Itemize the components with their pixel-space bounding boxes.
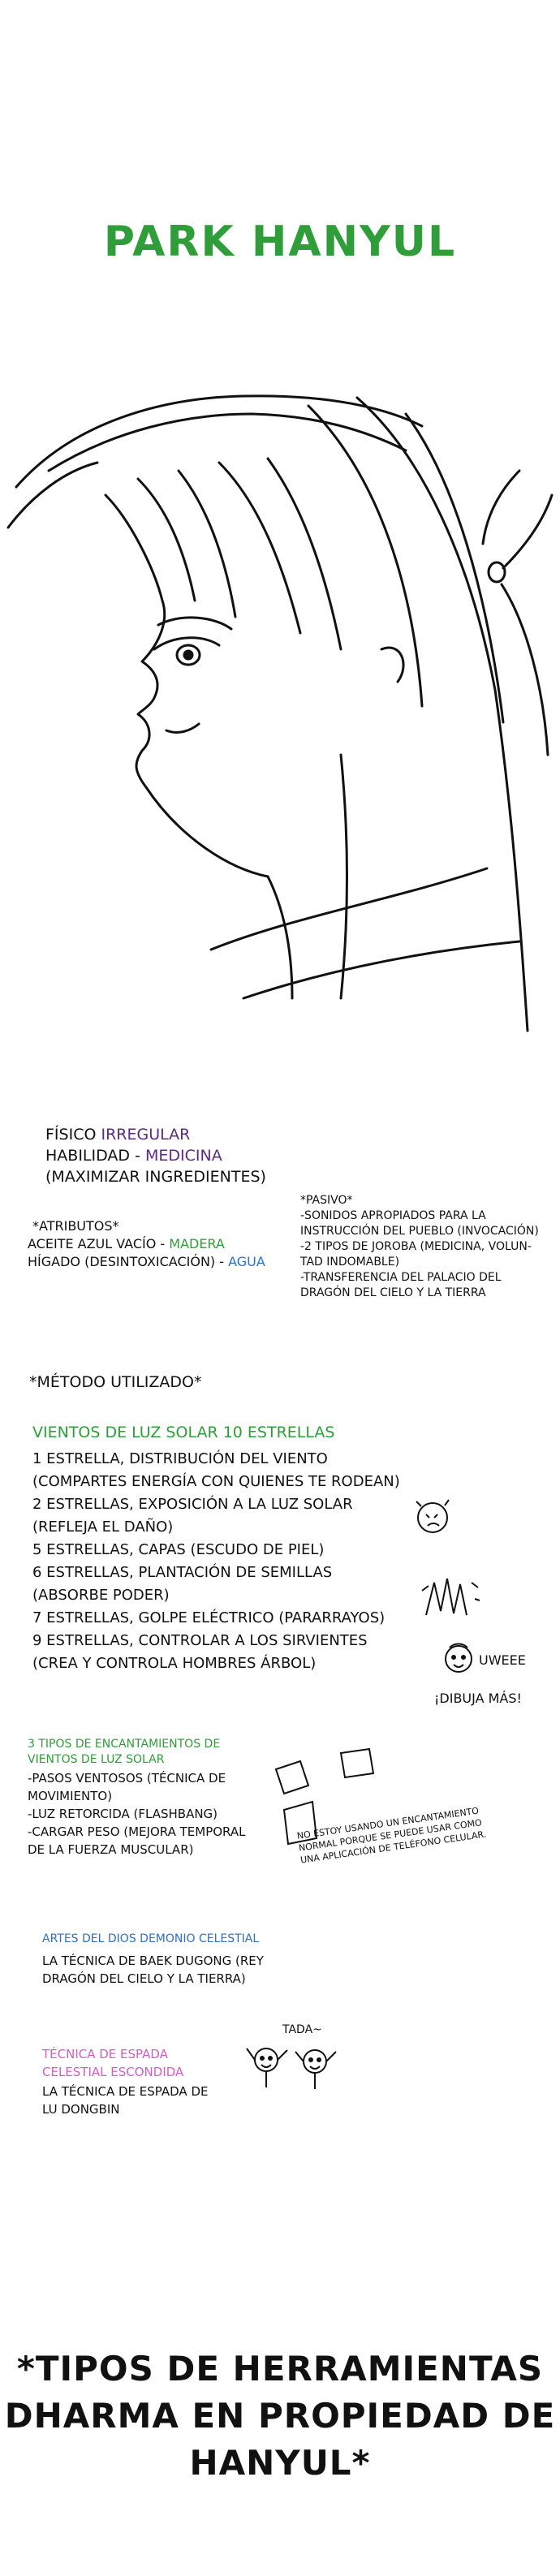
chibi-face-icon [445,1643,472,1673]
list-item: -CARGAR PESO (MEJORA TEMPORAL [28,1824,246,1839]
list-item: 1 ESTRELLA, DISTRIBUCIÓN DEL VIENTO [32,1450,328,1467]
list-item: 5 ESTRELLAS, CAPAS (ESCUDO DE PIEL) [32,1541,325,1558]
agua-tag: AGUA [228,1254,265,1269]
encantamientos-list: -PASOS VENTOSOS (TÉCNICA DE MOVIMIENTO) … [28,1769,245,1859]
list-item: 6 ESTRELLAS, PLANTACIÓN DE SEMILLAS [32,1564,333,1581]
paper-sheets-icon [274,1747,375,1846]
metodo-list: 1 ESTRELLA, DISTRIBUCIÓN DEL VIENTO (COM… [32,1448,400,1675]
dibuja-text: ¡DIBUJA MÁS! [434,1691,522,1706]
atributos-header: *ATRIBUTOS* [32,1218,119,1234]
list-item: (ABSORBE PODER) [32,1587,170,1604]
list-item: 7 ESTRELLAS, GOLPE ELÉCTRICO (PARARRAYOS… [32,1609,386,1626]
habilidad-line: HABILIDAD - MEDICINA [45,1147,222,1165]
list-item: (CREA Y CONTROLA HOMBRES ÁRBOL) [32,1655,317,1672]
list-item: (REFLEJA EL DAÑO) [32,1518,174,1536]
stats-block: FÍSICO IRREGULAR HABILIDAD - MEDICINA (M… [45,1124,266,1187]
habilidad-note: (MAXIMIZAR INGREDIENTES) [45,1168,266,1186]
page-title: PARK HANYUL [103,218,457,266]
footer-heading: *TIPOS DE HERRAMIENTAS DHARMA EN PROPIED… [4,2349,556,2483]
list-item: -LUZ RETORCIDA (FLASHBANG) [28,1807,218,1821]
demonio-header: ARTES DEL DIOS DEMONIO CELESTIAL [42,1932,260,1945]
espada-list: LA TÉCNICA DE ESPADA DE LU DONGBIN [42,2084,209,2117]
chibi-pair-icon [246,2048,337,2089]
pasivo-block: *PASIVO* -SONIDOS APROPIADOS PARA LA INS… [300,1194,539,1299]
fisico-line: FÍSICO IRREGULAR [45,1126,191,1144]
atributo-higado: HÍGADO (DESINTOXICACIÓN) - AGUA [28,1254,265,1269]
list-item: 2 ESTRELLAS, EXPOSICIÓN A LA LUZ SOLAR [32,1496,353,1513]
list-item: DE LA FUERZA MUSCULAR) [28,1842,194,1857]
pasivo-header: *PASIVO* [300,1194,353,1207]
tada-text: TADA~ [282,2023,322,2036]
demonio-list: LA TÉCNICA DE BAEK DUGONG (REY DRAGÓN DE… [42,1954,264,1986]
espada-header: TÉCNICA DE ESPADA CELESTIAL ESCONDIDA [42,2047,184,2079]
uweee-text: UWEEE [479,1652,526,1668]
encantamientos-header: 3 TIPOS DE ENCANTAMIENTOS DE VIENTOS DE … [28,1738,221,1766]
scribble-doodle-1 [416,1499,450,1533]
character-sketch [6,394,554,1032]
list-item: 9 ESTRELLAS, CONTROLAR A LOS SIRVIENTES [32,1632,368,1649]
list-item: (COMPARTES ENERGÍA CON QUIENES TE RODEAN… [32,1473,400,1490]
madera-tag: MADERA [169,1236,225,1251]
atributos-block: *ATRIBUTOS* ACEITE AZUL VACÍO - MADERA H… [28,1217,265,1271]
metodo-header: *MÉTODO UTILIZADO* [29,1373,202,1391]
fisico-value: IRREGULAR [101,1126,191,1144]
scribble-doodle-2 [421,1578,480,1616]
list-item: -PASOS VENTOSOS (TÉCNICA DE [28,1771,226,1786]
metodo-subheader: VIENTOS DE LUZ SOLAR 10 ESTRELLAS [32,1424,335,1441]
habilidad-value: MEDICINA [144,1147,222,1165]
atributo-aceite: ACEITE AZUL VACÍO - MADERA [28,1236,225,1251]
list-item: MOVIMIENTO) [28,1789,113,1803]
